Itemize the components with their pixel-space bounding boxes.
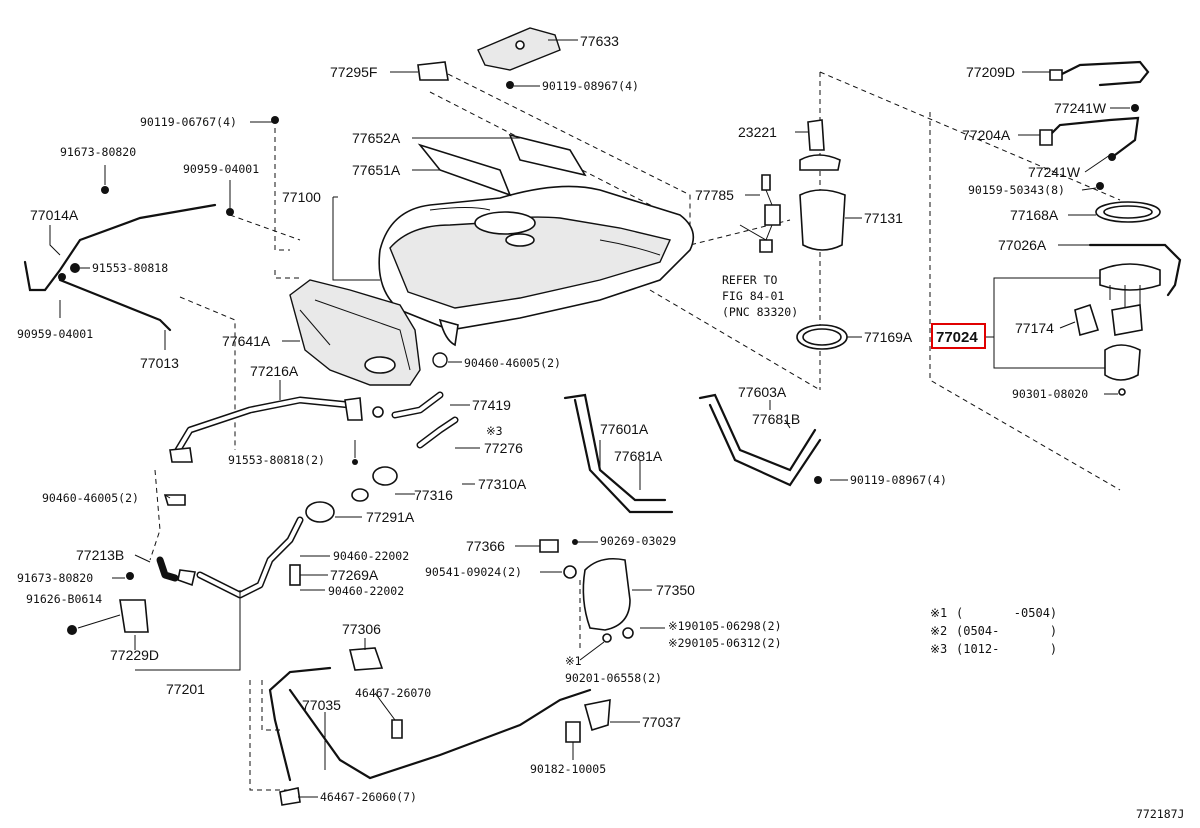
label-77229D[interactable]: 77229D — [110, 647, 159, 663]
label-77641A[interactable]: 77641A — [222, 333, 271, 349]
label-90460-46005-b[interactable]: 90460-46005(2) — [42, 491, 139, 505]
label-mark-3[interactable]: ※3 — [486, 424, 503, 438]
leader-lines — [49, 39, 1130, 798]
label-77316[interactable]: 77316 — [414, 487, 453, 503]
label-90269-03029[interactable]: 90269-03029 — [600, 534, 676, 548]
note-2-range: (0504- ) — [956, 624, 1057, 638]
label-77366[interactable]: 77366 — [466, 538, 505, 554]
filler-pipe-drawing — [67, 352, 459, 635]
label-90182-10005[interactable]: 90182-10005 — [530, 762, 606, 776]
label-77213B[interactable]: 77213B — [76, 547, 124, 563]
label-90460-22002-a[interactable]: 90460-22002 — [333, 549, 409, 563]
label-90105-06312[interactable]: ※290105-06312(2) — [668, 636, 782, 650]
label-77350[interactable]: 77350 — [656, 582, 695, 598]
label-46467-26070[interactable]: 46467-26070 — [355, 686, 431, 700]
label-90119-06767[interactable]: 90119-06767(4) — [140, 115, 237, 129]
label-90460-22002-b[interactable]: 90460-22002 — [328, 584, 404, 598]
label-90119-08967-bot[interactable]: 90119-08967(4) — [850, 473, 947, 487]
label-77241W-b[interactable]: 77241W — [1028, 164, 1081, 180]
fuel-pump-drawing — [739, 119, 848, 350]
label-77100[interactable]: 77100 — [282, 189, 321, 205]
label-77174[interactable]: 77174 — [1015, 320, 1054, 336]
note-3-range: (1012- ) — [956, 642, 1057, 656]
refer-line-1: REFER TO — [722, 273, 777, 287]
tank-protector-drawing — [289, 279, 421, 386]
label-77168A[interactable]: 77168A — [1010, 207, 1059, 223]
label-91626-B0614[interactable]: 91626-B0614 — [26, 592, 102, 606]
label-90541-09024[interactable]: 90541-09024(2) — [425, 565, 522, 579]
label-46467-26060[interactable]: 46467-26060(7) — [320, 790, 417, 804]
diagram-code: 772187J — [1136, 807, 1184, 821]
label-77204A[interactable]: 77204A — [962, 127, 1011, 143]
label-77169A[interactable]: 77169A — [864, 329, 913, 345]
label-77633[interactable]: 77633 — [580, 33, 619, 49]
label-90201-06558[interactable]: 90201-06558(2) — [565, 671, 662, 685]
label-77603A[interactable]: 77603A — [738, 384, 787, 400]
label-90105-06298[interactable]: ※190105-06298(2) — [668, 619, 782, 633]
label-23221[interactable]: 23221 — [738, 124, 777, 140]
label-77295F[interactable]: 77295F — [330, 64, 377, 80]
part-labels: 77633 77295F 90119-08967(4) 90119-06767(… — [17, 33, 1107, 804]
label-77269A[interactable]: 77269A — [330, 567, 379, 583]
label-90301-08020[interactable]: 90301-08020 — [1012, 387, 1088, 401]
label-90119-08967-top[interactable]: 90119-08967(4) — [542, 79, 639, 93]
sender-assembly-drawing — [1039, 60, 1182, 396]
notes-legend: ※1 ( -0504) ※2 (0504- ) ※3 (1012- ) — [930, 606, 1057, 656]
label-77601A[interactable]: 77601A — [600, 421, 649, 437]
label-77652A[interactable]: 77652A — [352, 130, 401, 146]
label-77241W-a[interactable]: 77241W — [1054, 100, 1107, 116]
note-2-mark: ※2 — [930, 624, 947, 638]
fuel-lid-drawing — [539, 539, 634, 643]
opener-cable-drawing — [268, 647, 611, 806]
note-1-range: ( -0504) — [956, 606, 1057, 620]
label-77131[interactable]: 77131 — [864, 210, 903, 226]
note-1-mark: ※1 — [930, 606, 947, 620]
label-77035[interactable]: 77035 — [302, 697, 341, 713]
label-91673-80820-bot[interactable]: 91673-80820 — [17, 571, 93, 585]
label-77209D[interactable]: 77209D — [966, 64, 1015, 80]
label-77216A[interactable]: 77216A — [250, 363, 299, 379]
label-90959-04001-top[interactable]: 90959-04001 — [183, 162, 259, 176]
label-77681A[interactable]: 77681A — [614, 448, 663, 464]
label-mark-1[interactable]: ※1 — [565, 654, 582, 668]
label-90159-50343[interactable]: 90159-50343(8) — [968, 183, 1065, 197]
label-91553-80818-2[interactable]: 91553-80818(2) — [228, 453, 325, 467]
label-77201[interactable]: 77201 — [166, 681, 205, 697]
fuel-tank-drawing — [378, 133, 695, 347]
label-77291A[interactable]: 77291A — [366, 509, 415, 525]
label-77276[interactable]: 77276 — [484, 440, 523, 456]
note-3-mark: ※3 — [930, 642, 947, 656]
label-77037[interactable]: 77037 — [642, 714, 681, 730]
label-77785[interactable]: 77785 — [695, 187, 734, 203]
label-90959-04001-bot[interactable]: 90959-04001 — [17, 327, 93, 341]
label-77026A[interactable]: 77026A — [998, 237, 1047, 253]
top-bracket-drawing — [417, 27, 561, 89]
label-91673-80820-top[interactable]: 91673-80820 — [60, 145, 136, 159]
highlight-box-77024 — [931, 323, 986, 349]
refer-line-3[interactable]: (PNC 83320) — [722, 305, 798, 319]
label-77014A[interactable]: 77014A — [30, 207, 79, 223]
label-77310A[interactable]: 77310A — [478, 476, 527, 492]
label-77013[interactable]: 77013 — [140, 355, 179, 371]
label-77651A[interactable]: 77651A — [352, 162, 401, 178]
label-77681B[interactable]: 77681B — [752, 411, 800, 427]
label-77419[interactable]: 77419 — [472, 397, 511, 413]
label-77024[interactable]: 77024 — [936, 329, 978, 346]
label-91553-80818[interactable]: 91553-80818 — [92, 261, 168, 275]
label-77306[interactable]: 77306 — [342, 621, 381, 637]
refer-line-2: FIG 84-01 — [722, 289, 784, 303]
vent-pipe-drawing — [23, 116, 279, 332]
label-90460-46005-a[interactable]: 90460-46005(2) — [464, 356, 561, 370]
